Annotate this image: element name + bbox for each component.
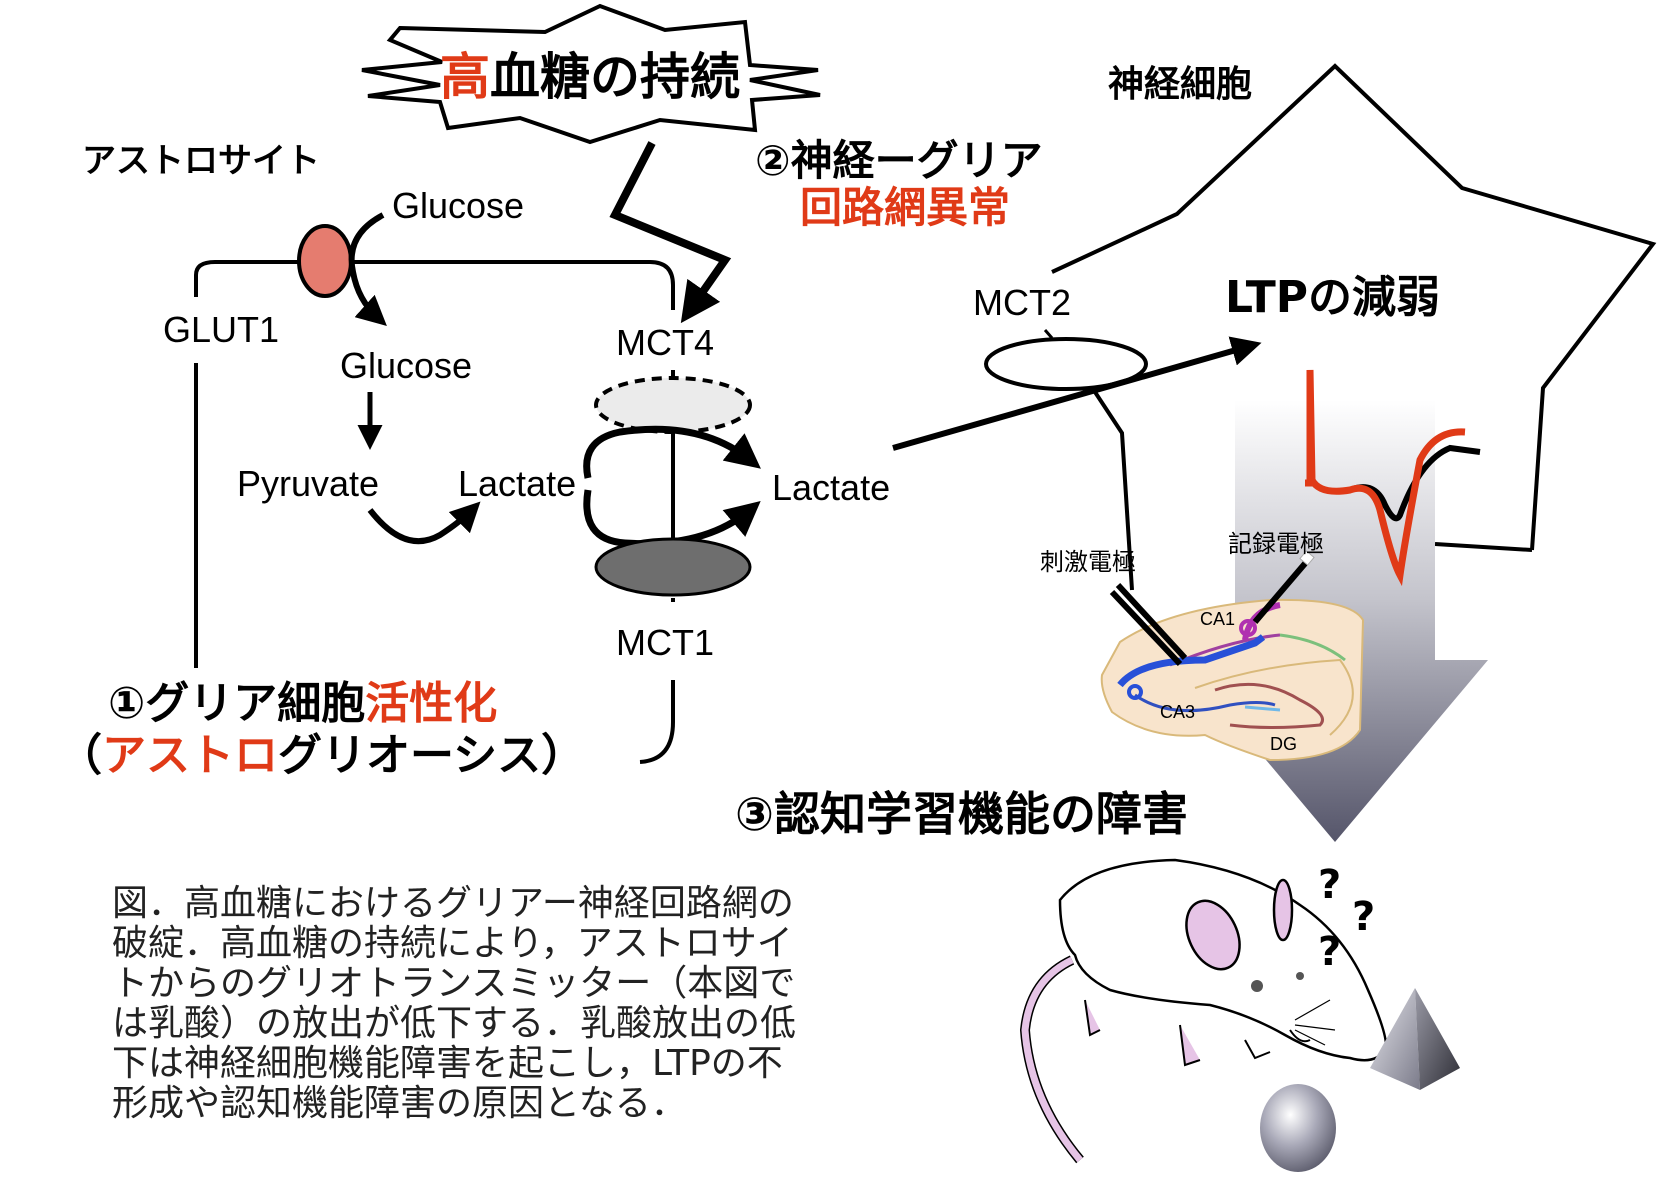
mouse-illustration [1019, 858, 1388, 1164]
title-text: 血糖の持続 [490, 48, 740, 106]
svg-text:（アストログリオーシス）: （アストログリオーシス） [58, 730, 585, 781]
question-mark-3: ? [1318, 929, 1341, 975]
step1-line1-red: 活性化 [365, 678, 497, 729]
hippocampus-slice [1100, 550, 1365, 762]
zigzag-arrow [609, 141, 732, 324]
caption-line: 破綻．高血糖の持続により，アストロサイ [112, 923, 793, 964]
mct1-transporter [594, 537, 752, 597]
lactate-to-neuron-arrow [892, 336, 1262, 451]
step2-number: ② [755, 136, 791, 185]
pyramid-object [1370, 988, 1460, 1090]
caption-line: 形成や認知機能障害の原因となる． [112, 1083, 687, 1124]
dg-label: DG [1270, 734, 1297, 754]
stim-electrode [1115, 582, 1188, 661]
rec-electrode-label: 記録電極 [1228, 531, 1324, 558]
membrane-bottom [639, 680, 675, 764]
ca1-label: CA1 [1200, 609, 1235, 629]
step1-line1-black: グリア細胞 [145, 678, 365, 729]
mct1-label: MCT1 [616, 622, 714, 663]
svg-text:③認知学習機能の障害: ③認知学習機能の障害 [735, 787, 1188, 841]
step1-text: ①グリア細胞活性化 （アストログリオーシス） [58, 678, 585, 781]
lactate-efflux-arrow-mct1 [583, 489, 761, 548]
astrocyte-membrane [194, 260, 675, 310]
stim-electrode-label: 刺激電極 [1040, 549, 1136, 576]
step3-number: ③ [735, 787, 774, 841]
mct4-transporter [594, 376, 752, 434]
mct2-label: MCT2 [973, 282, 1071, 323]
step2-line2: 回路網異常 [800, 183, 1010, 232]
step1-number: ① [108, 678, 145, 729]
step1-paren-close: ） [541, 730, 585, 781]
neuron-outline [1051, 63, 1657, 551]
step1-paren-open: （ [58, 730, 102, 781]
rec-electrode [1252, 558, 1311, 624]
svg-text:①グリア細胞活性化: ①グリア細胞活性化 [108, 678, 497, 729]
title-burst: 高血糖の持続 [361, 3, 821, 145]
glucose-uptake-arrow [348, 212, 387, 327]
question-mark-1: ? [1318, 862, 1341, 908]
svg-text:高血糖の持続: 高血糖の持続 [440, 48, 740, 106]
neuron-membrane-lower [1091, 387, 1134, 591]
glucose-inside-label: Glucose [340, 345, 472, 386]
svg-text:②神経ーグリア: ②神経ーグリア [755, 136, 1043, 185]
ca3-label: CA3 [1160, 702, 1195, 722]
lactate-inside-label: Lactate [458, 463, 576, 504]
burst-shape [361, 3, 821, 145]
mct2-transporter [984, 337, 1148, 391]
question-mark-2: ? [1352, 894, 1375, 940]
caption-line: は乳酸）の放出が低下する．乳酸放出の低 [112, 1003, 797, 1044]
neuron-heading: 神経細胞 [1108, 64, 1252, 105]
title-highlight: 高 [440, 48, 490, 106]
trace-control [1305, 369, 1466, 587]
lactate-efflux-arrow-mct4 [583, 425, 761, 479]
mct4-label: MCT4 [616, 322, 714, 363]
lactate-outside-label: Lactate [772, 467, 890, 508]
pyruvate-to-lactate-arrow [367, 501, 481, 545]
figure-caption: 図．高血糖におけるグリアー神経回路網の 破綻．高血糖の持続により，アストロサイ … [112, 884, 922, 1124]
sphere-object [1260, 1084, 1336, 1172]
glucose-outside-label: Glucose [392, 185, 524, 226]
step2-line1: 神経ーグリア [791, 136, 1043, 185]
step1-line2-red: アストロ [102, 730, 278, 781]
pyruvate-label: Pyruvate [237, 463, 379, 504]
caption-line: 図．高血糖におけるグリアー神経回路網の [112, 883, 794, 924]
glut1-label: GLUT1 [163, 309, 279, 350]
caption-line: 下は神経細胞機能障害を起こし，LTPの不 [112, 1043, 783, 1084]
mct2-stub [1043, 329, 1054, 339]
neuron-outline-bottom [1434, 542, 1533, 552]
astrocyte-heading: アストロサイト [82, 141, 320, 181]
step3-text: 認知学習機能の障害 [774, 787, 1188, 841]
ltp-label: LTPの減弱 [1225, 272, 1440, 323]
glut1-transporter [297, 224, 353, 298]
step1-line2-black: グリオーシス [278, 730, 541, 781]
caption-line: トからのグリオトランスミッター（本図で [112, 963, 796, 1004]
